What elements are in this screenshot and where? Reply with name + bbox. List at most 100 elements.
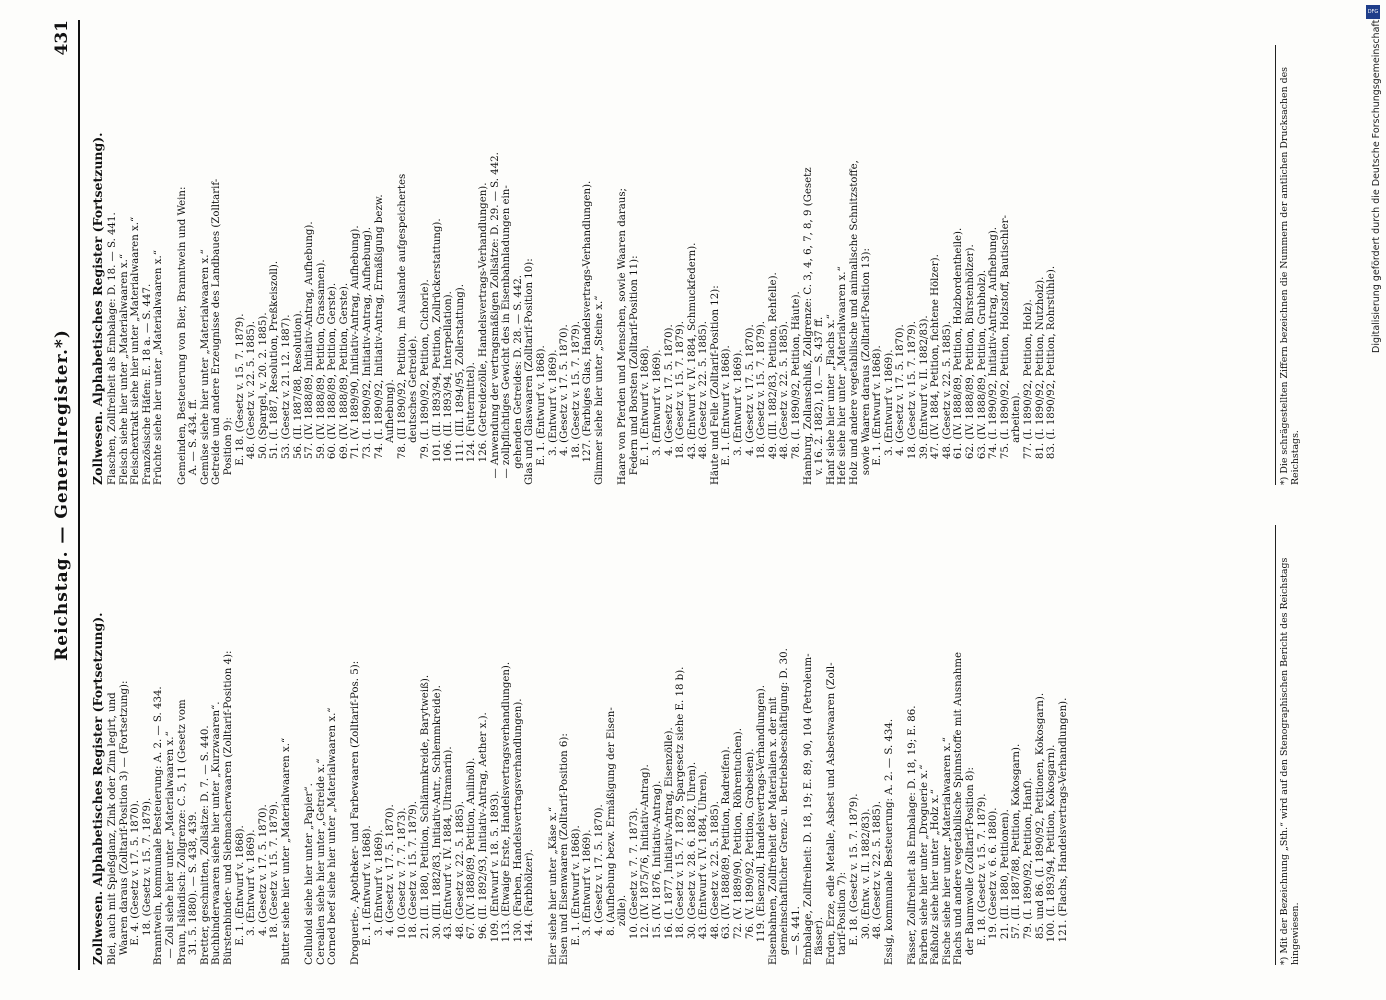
register-entry: 71. (V. 1889/90, Initiativ-Antrag, Aufhe…: [350, 225, 362, 485]
register-entry: Corned beef siehe hier unter „Materialwa…: [327, 707, 339, 965]
register-entry: Buchbinderwaaren siehe hier unter „Kurzw…: [211, 701, 223, 965]
register-entry: Früchte siehe hier unter „Materialwaaren…: [153, 250, 165, 485]
register-entry: 56. (II. 1887/88, Resolution).: [292, 310, 304, 485]
register-entry: sowie Waaren daraus (Zolltarif-Position …: [860, 248, 872, 485]
register-entry: 59. (IV. 1888/89, Petition, Grassamen).: [315, 259, 327, 485]
register-entry: — Anwendung der vertragsmäßigen Zollsätz…: [489, 152, 501, 485]
register-entry: 63. (IV. 1888/89, Petition, Grubholz).: [976, 269, 988, 485]
register-entry: 119. (Eisenzoll, Handelsvertrags-Verhand…: [756, 684, 768, 965]
register-entry: — Zoll siehe hier unter „Materialwaaren …: [164, 731, 176, 965]
register-entry: 121. (Flachs, Handelsvertrags-Verhandlun…: [1057, 697, 1069, 965]
register-entry: 48. (Gesetz v. 22. 5. 1885).: [941, 320, 953, 485]
register-entry: Hamburg, Zollanschluß, Zollgrenze: C. 3,…: [802, 167, 814, 485]
register-entry: 130. (Farben, Handelsvertragsverhandlung…: [512, 698, 524, 965]
register-entry: 57. (IV. 1888/89, Initiativ-Antrag, Aufh…: [304, 221, 316, 485]
register-entry: 3. (Entwurf v. 1869).: [246, 829, 258, 965]
register-entry: Glas und Glaswaaren (Zolltarif-Position …: [524, 258, 536, 485]
register-entry: 106. (II. 1893/94, Interpellation).: [443, 291, 455, 485]
register-entry: 111. (III. 1894/95, Zollerstattung).: [454, 284, 466, 485]
register-entry: 4. (Gesetz v. 17. 5. 1870).: [257, 804, 269, 965]
register-entry: 48. (Gesetz v. 22. 5. 1885).: [246, 320, 258, 485]
register-entry: Häute und Felle (Zolltarif-Position 12):: [709, 285, 721, 485]
register-entry: 4. (Gesetz v. 17. 5. 1870).: [744, 324, 756, 485]
register-entry: Aufhebung).: [385, 379, 397, 485]
register-entry: Braun, Isländisch: Zollgrenze: C. 5, 11 …: [176, 699, 188, 965]
register-entry: Fische siehe hier unter „Materialwaaren …: [941, 737, 953, 965]
register-entry: 10. (Gesetz v. 7. 7. 1873).: [628, 807, 640, 965]
right-column: Zollwesen. Alphabetisches Register (Fort…: [90, 45, 1058, 485]
register-entry: 18. (Gesetz v. 15. 7. 1879).: [675, 320, 687, 485]
register-entry: 75. (I. 1890/92, Petition, Holzstoff, Ba…: [999, 215, 1011, 485]
register-entry: Federn und Borsten (Zolltarif-Position 1…: [628, 255, 640, 485]
register-entry: 126. (Getreidezölle, Handelsvertrags-Ver…: [478, 182, 489, 485]
register-entry: 60. (IV. 1888/89, Petition, Gerste).: [327, 282, 339, 485]
register-entry: 16. (I. 1877, Initiativ-Antrag, Eisenzöl…: [663, 727, 675, 965]
register-entry: 85. und 86. (I. 1890/92, Petitionen, Kok…: [1034, 692, 1046, 965]
register-entry: Eisen und Eisenwaaren (Zolltarif-Positio…: [559, 733, 571, 965]
register-entry: Position 9):: [222, 417, 234, 485]
register-entry: Bretter, geschnitten, Zollsätze: D. 7. —…: [199, 725, 211, 965]
register-entry: E. 1. (Entwurf v. 1868).: [570, 825, 582, 965]
register-entry: gemeinschaftlicher Grenz- u. Betriebsbes…: [779, 648, 791, 965]
register-entry: Cerealien siehe hier unter „Getreide x.“: [315, 758, 327, 965]
register-entry: Haare von Pferden und Menschen, sowie Wa…: [617, 188, 629, 485]
register-entry: A. — S. 434. ff.: [188, 398, 200, 485]
register-entry: 49. (III. 1882/83, Petition, Rehfelle).: [767, 272, 779, 485]
register-entry: Gemüse siehe hier unter „Materialwaaren …: [199, 249, 211, 485]
register-entry: 127. (Farbiges Glas, Handelsvertrags-Ver…: [582, 180, 594, 485]
register-entry: 18. (Gesetz v. 15. 7. 1879).: [408, 800, 420, 965]
register-entry: [895, 525, 907, 965]
register-entry: 48. (Gesetz v. 22. 5. 1885).: [698, 320, 710, 485]
register-entry: 12. (IV. 1875/76, Initiativ-Antrag).: [640, 764, 652, 965]
left-column-entries: Blei, auch mit Spießglanz, Zink oder Zin…: [107, 525, 1069, 965]
register-entry: Getreide und andere Erzeugnisse des Land…: [211, 178, 223, 485]
register-entry: fässer).: [814, 916, 826, 965]
register-entry: 47. (IV. 1884, Petition, fichtene Hölzer…: [930, 254, 942, 485]
register-entry: 3. (Entwurf v. 1869).: [547, 349, 559, 485]
register-entry: [165, 45, 177, 485]
right-footnote: *) Die schrägestellten Ziffern bezeichne…: [1275, 45, 1301, 485]
register-entry: Flaschen, Zollfreiheit als Embalage: D. …: [107, 212, 118, 485]
register-entry: 3. (Entwurf v. 1869).: [651, 349, 663, 485]
register-entry: 31. 5. 1880). — S. 438, 439.: [188, 811, 200, 965]
register-entry: 4. (Gesetz v. 17. 5. 1870).: [895, 324, 907, 485]
register-entry: v. 16. 2. 1882), 10. — S. 437 ff.: [814, 316, 826, 485]
register-entry: E. 1. (Entwurf v. 1868).: [234, 825, 246, 965]
register-entry: Blei, auch mit Spießglanz, Zink oder Zin…: [107, 692, 118, 965]
register-entry: E. 1. (Entwurf v. 1868).: [872, 345, 884, 485]
register-entry: 77. (I. 1890/92, Petition, Holz).: [1022, 299, 1034, 485]
register-entry: 48. (Gesetz v. 22. 5. 1885).: [872, 800, 884, 965]
register-entry: E. 1. (Entwurf v. 1868).: [640, 345, 652, 485]
register-entry: 43. (Entwurf v. IV. 1884, Schmuckfedern)…: [686, 242, 698, 485]
register-entry: 3. (Entwurf v. 1869).: [733, 349, 745, 485]
register-entry: 79. (I. 1890/92, Petition, Cichorie).: [420, 279, 432, 485]
register-entry: Waaren daraus (Zolltarif-Position 3) — (…: [118, 680, 130, 965]
register-entry: 3. (Entwurf v. 1869).: [582, 829, 594, 965]
register-entry: 57. (II. 1887/88, Petition, Kokosgarn).: [1011, 743, 1023, 965]
register-entry: Hefe siehe hier unter „Materialwaaren x.…: [837, 266, 849, 485]
register-entry: 18. (Gesetz v. 15. 7. 1879, Spargesetz s…: [675, 666, 687, 965]
left-footnote: *) Mit der Bezeichnung „Sth.“ wird auf d…: [1275, 525, 1301, 965]
register-entry: Bürstenbinder- und Siebmacherwaaren (Zol…: [222, 650, 234, 966]
register-entry: 4. (Gesetz v. 17. 5. 1870).: [663, 324, 675, 485]
register-entry: 78. (II 1890/92, Petition, im Auslande a…: [396, 173, 408, 485]
register-entry: E. 1. (Entwurf v. 1868).: [535, 345, 547, 485]
register-entry: Faßholz siehe hier unter „Holz x.“: [930, 789, 942, 965]
register-entry: — S. 441.: [791, 906, 803, 965]
register-entry: 62. (IV. 1888/89, Petition, Bürstenhölze…: [964, 244, 976, 485]
digitization-credit: Digitalisierung gefördert durch die Deut…: [1371, 20, 1382, 354]
register-entry: 8. (Aufhebung bezw. Ermäßigung der Eisen…: [605, 707, 617, 965]
register-entry: 109. (Entwurf v. 18. 5. 1893).: [489, 790, 501, 965]
register-entry: 51. (I. 1887, Resolution, Preßkeiszoll).: [269, 260, 281, 485]
register-entry: [606, 45, 618, 485]
register-entry: Eier siehe hier unter „Käse x.“: [547, 806, 559, 965]
register-entry: 43. (Entwurf v. IV. 1884, Ultramarin).: [443, 746, 455, 965]
right-column-entries: Flaschen, Zollfreiheit als Embalage: D. …: [107, 45, 1058, 485]
register-entry: 30. (Entw. v. II. 1882/83).: [860, 808, 872, 965]
register-entry: E. 1. (Entwurf v. 1868).: [362, 825, 374, 965]
register-entry: Gemeinden, Besteuerung von Bier, Branntw…: [176, 186, 188, 485]
register-entry: 48. (Gesetz v. 22. 5. 1885).: [454, 800, 466, 965]
register-entry: 113. (Etwaige Erste, Handelsvertragsverh…: [501, 661, 513, 965]
register-entry: E. 18. (Gesetz v. 15. 7. 1879).: [234, 313, 246, 485]
page-number: 431: [52, 20, 72, 56]
